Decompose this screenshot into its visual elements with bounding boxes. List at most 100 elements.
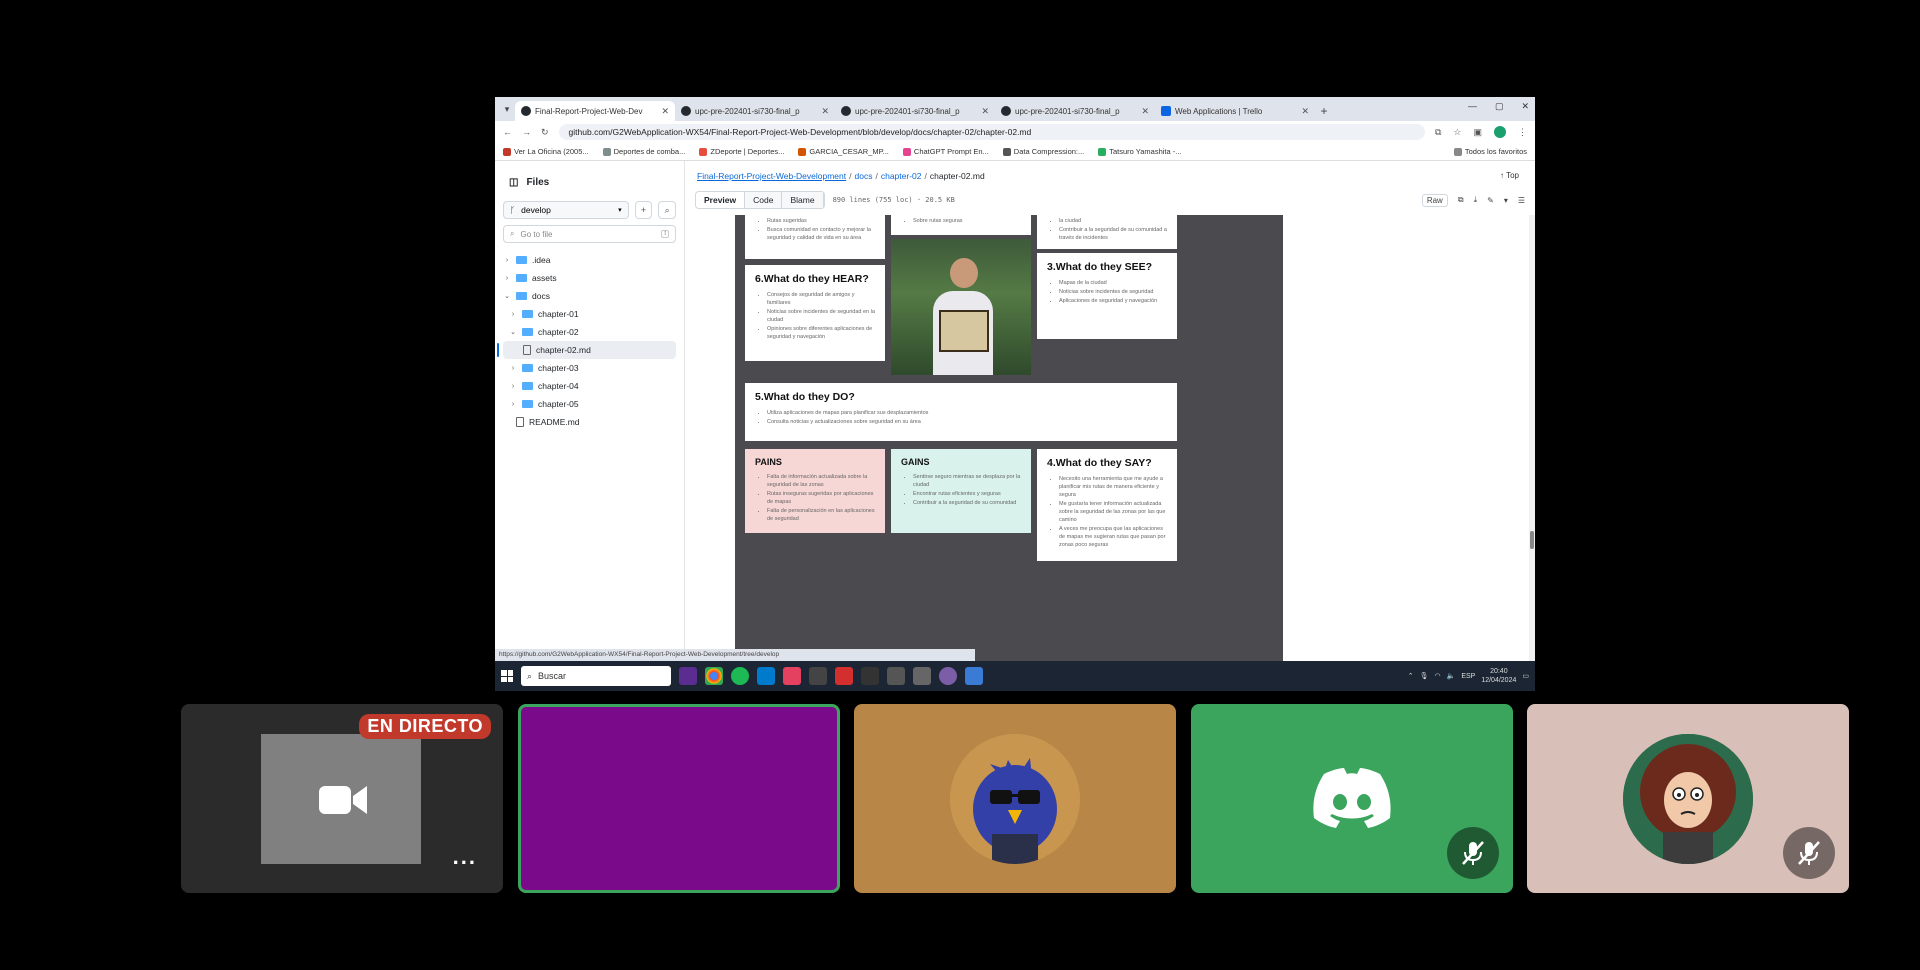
app-icon[interactable] — [835, 667, 853, 685]
card-item: Consulta noticias y actualizaciones sobr… — [767, 418, 1167, 426]
tree-item[interactable]: ⌄docs — [503, 287, 676, 305]
tree-item[interactable]: ›chapter-03 — [503, 359, 676, 377]
tree-item[interactable]: ›chapter-05 — [503, 395, 676, 413]
app-icon[interactable] — [913, 667, 931, 685]
add-file-button[interactable]: + — [634, 201, 653, 219]
close-tab-icon[interactable]: ✕ — [1141, 105, 1149, 116]
chevron-up-icon[interactable]: ⌃ — [1407, 673, 1414, 680]
tree-item[interactable]: ›chapter-01 — [503, 305, 676, 323]
profile-avatar[interactable] — [1494, 126, 1506, 138]
more-options-button[interactable]: ... — [452, 844, 477, 869]
participant-tile-stream[interactable]: EN DIRECTO ... — [181, 704, 503, 893]
vscode-icon[interactable] — [757, 667, 775, 685]
windows-start-icon[interactable] — [501, 670, 513, 682]
bookmark[interactable]: GARCIA_CESAR_MP... — [798, 147, 889, 156]
browser-tab[interactable]: upc-pre-202401-si730-final_p ✕ — [675, 101, 835, 121]
video-camera-icon — [319, 786, 367, 814]
tree-item[interactable]: ⌄chapter-02 — [503, 323, 676, 341]
bookmark[interactable]: ChatGPT Prompt En... — [902, 147, 989, 156]
tab-search-icon[interactable]: ▾ — [504, 103, 510, 114]
browser-tab[interactable]: upc-pre-202401-si730-final_p ✕ — [995, 101, 1155, 121]
tree-item-label: docs — [532, 291, 550, 301]
star-icon[interactable]: ☆ — [1453, 126, 1462, 137]
blame-tab[interactable]: Blame — [782, 192, 824, 208]
app-icon[interactable] — [939, 667, 957, 685]
new-tab-icon[interactable]: + — [1320, 104, 1328, 118]
app-icon[interactable] — [809, 667, 827, 685]
minimize-icon[interactable]: — — [1467, 101, 1477, 111]
sidebar-toggle-icon[interactable]: ◫ — [509, 176, 519, 188]
spotify-icon[interactable] — [731, 667, 749, 685]
raw-button[interactable]: Raw — [1421, 193, 1448, 207]
app-icon[interactable] — [861, 667, 879, 685]
notifications-icon[interactable]: ▭ — [1522, 673, 1529, 680]
participant-tile[interactable] — [1191, 704, 1513, 893]
forward-icon[interactable]: → — [522, 127, 531, 137]
wifi-icon[interactable]: ◠ — [1434, 673, 1441, 680]
url-field[interactable]: github.com/G2WebApplication-WX54/Final-R… — [558, 124, 1425, 140]
close-tab-icon[interactable]: ✕ — [821, 105, 829, 116]
branch-label: develop — [521, 205, 551, 215]
copy-icon[interactable]: ⧉ — [1457, 195, 1464, 204]
edit-icon[interactable]: ✎ — [1487, 195, 1494, 205]
code-tab[interactable]: Code — [745, 192, 783, 208]
close-tab-icon[interactable]: ✕ — [661, 105, 669, 116]
visual-studio-icon[interactable] — [679, 667, 697, 685]
app-icon[interactable] — [783, 667, 801, 685]
tree-item[interactable]: README.md — [503, 413, 676, 431]
language-indicator[interactable]: ESP — [1461, 672, 1476, 680]
breadcrumb-chapter-link[interactable]: chapter-02 — [880, 171, 922, 181]
tree-item-selected[interactable]: chapter-02.md — [497, 341, 676, 359]
menu-icon[interactable]: ⋮ — [1518, 126, 1527, 137]
breadcrumb-file: chapter-02.md — [929, 171, 985, 181]
back-icon[interactable]: ← — [503, 127, 512, 137]
folder-icon — [522, 364, 533, 372]
tree-item[interactable]: ›.idea — [503, 251, 676, 269]
taskbar-search[interactable]: ⌕ Buscar — [521, 666, 671, 686]
bookmark[interactable]: Deportes de comba... — [602, 147, 685, 156]
bookmark[interactable]: Data Compression:... — [1002, 147, 1084, 156]
mic-icon[interactable]: 🎙 — [1419, 673, 1429, 680]
files-header: ◫ Files — [503, 171, 676, 193]
do-title: 5.What do they DO? — [755, 391, 855, 403]
bookmark[interactable]: ZDeporte | Deportes... — [699, 147, 784, 156]
reload-icon[interactable]: ↻ — [541, 126, 549, 137]
breadcrumb-repo-link[interactable]: Final-Report-Project-Web-Development — [697, 171, 847, 181]
top-link[interactable]: ↑ Top — [1500, 171, 1519, 180]
clock[interactable]: 20:40 12/04/2024 — [1481, 667, 1516, 685]
browser-tab[interactable]: Final-Report-Project-Web-Dev ✕ — [515, 101, 675, 121]
extensions-icon[interactable]: ▣ — [1473, 126, 1482, 137]
participant-tile-speaking[interactable] — [518, 704, 840, 893]
close-tab-icon[interactable]: ✕ — [1301, 105, 1309, 116]
outline-icon[interactable]: ☰ — [1517, 195, 1525, 205]
search-button[interactable]: ⌕ — [658, 201, 676, 219]
scrollbar[interactable] — [1529, 215, 1535, 661]
muted-mic-icon — [1783, 827, 1835, 879]
all-bookmarks[interactable]: Todos los favoritos — [1453, 147, 1527, 156]
participant-tile[interactable] — [854, 704, 1176, 893]
close-window-icon[interactable]: ✕ — [1521, 101, 1529, 111]
tree-item[interactable]: ›assets — [503, 269, 676, 287]
close-tab-icon[interactable]: ✕ — [981, 105, 989, 116]
branch-selector[interactable]: ᚴ develop ▾ — [503, 201, 629, 219]
chevron-down-icon[interactable]: ▾ — [1503, 195, 1508, 205]
bookmark[interactable]: Tatsuro Yamashita -... — [1098, 147, 1182, 156]
browser-tab[interactable]: upc-pre-202401-si730-final_p ✕ — [835, 101, 995, 121]
card-item: Sentirse seguro mientras se desplaza por… — [913, 473, 1021, 489]
browser-tab[interactable]: Web Applications | Trello ✕ — [1155, 101, 1315, 121]
app-icon[interactable] — [887, 667, 905, 685]
download-icon[interactable]: ⤓ — [1473, 195, 1478, 204]
app-icon[interactable] — [965, 667, 983, 685]
go-to-file-input[interactable]: ⌕ Go to file t — [503, 225, 676, 243]
install-icon[interactable]: ⧉ — [1434, 126, 1442, 137]
preview-tab[interactable]: Preview — [696, 192, 746, 208]
participant-tile[interactable] — [1527, 704, 1849, 893]
breadcrumb-docs-link[interactable]: docs — [854, 171, 873, 181]
maximize-icon[interactable]: ▢ — [1494, 101, 1504, 111]
avatar — [1623, 733, 1753, 864]
tree-item[interactable]: ›chapter-04 — [503, 377, 676, 395]
bookmark[interactable]: Ver La Oficina (2005... — [503, 147, 589, 156]
volume-icon[interactable]: 🔈 — [1446, 673, 1456, 680]
chrome-icon[interactable] — [705, 667, 723, 685]
scrollbar-thumb[interactable] — [1530, 531, 1534, 549]
